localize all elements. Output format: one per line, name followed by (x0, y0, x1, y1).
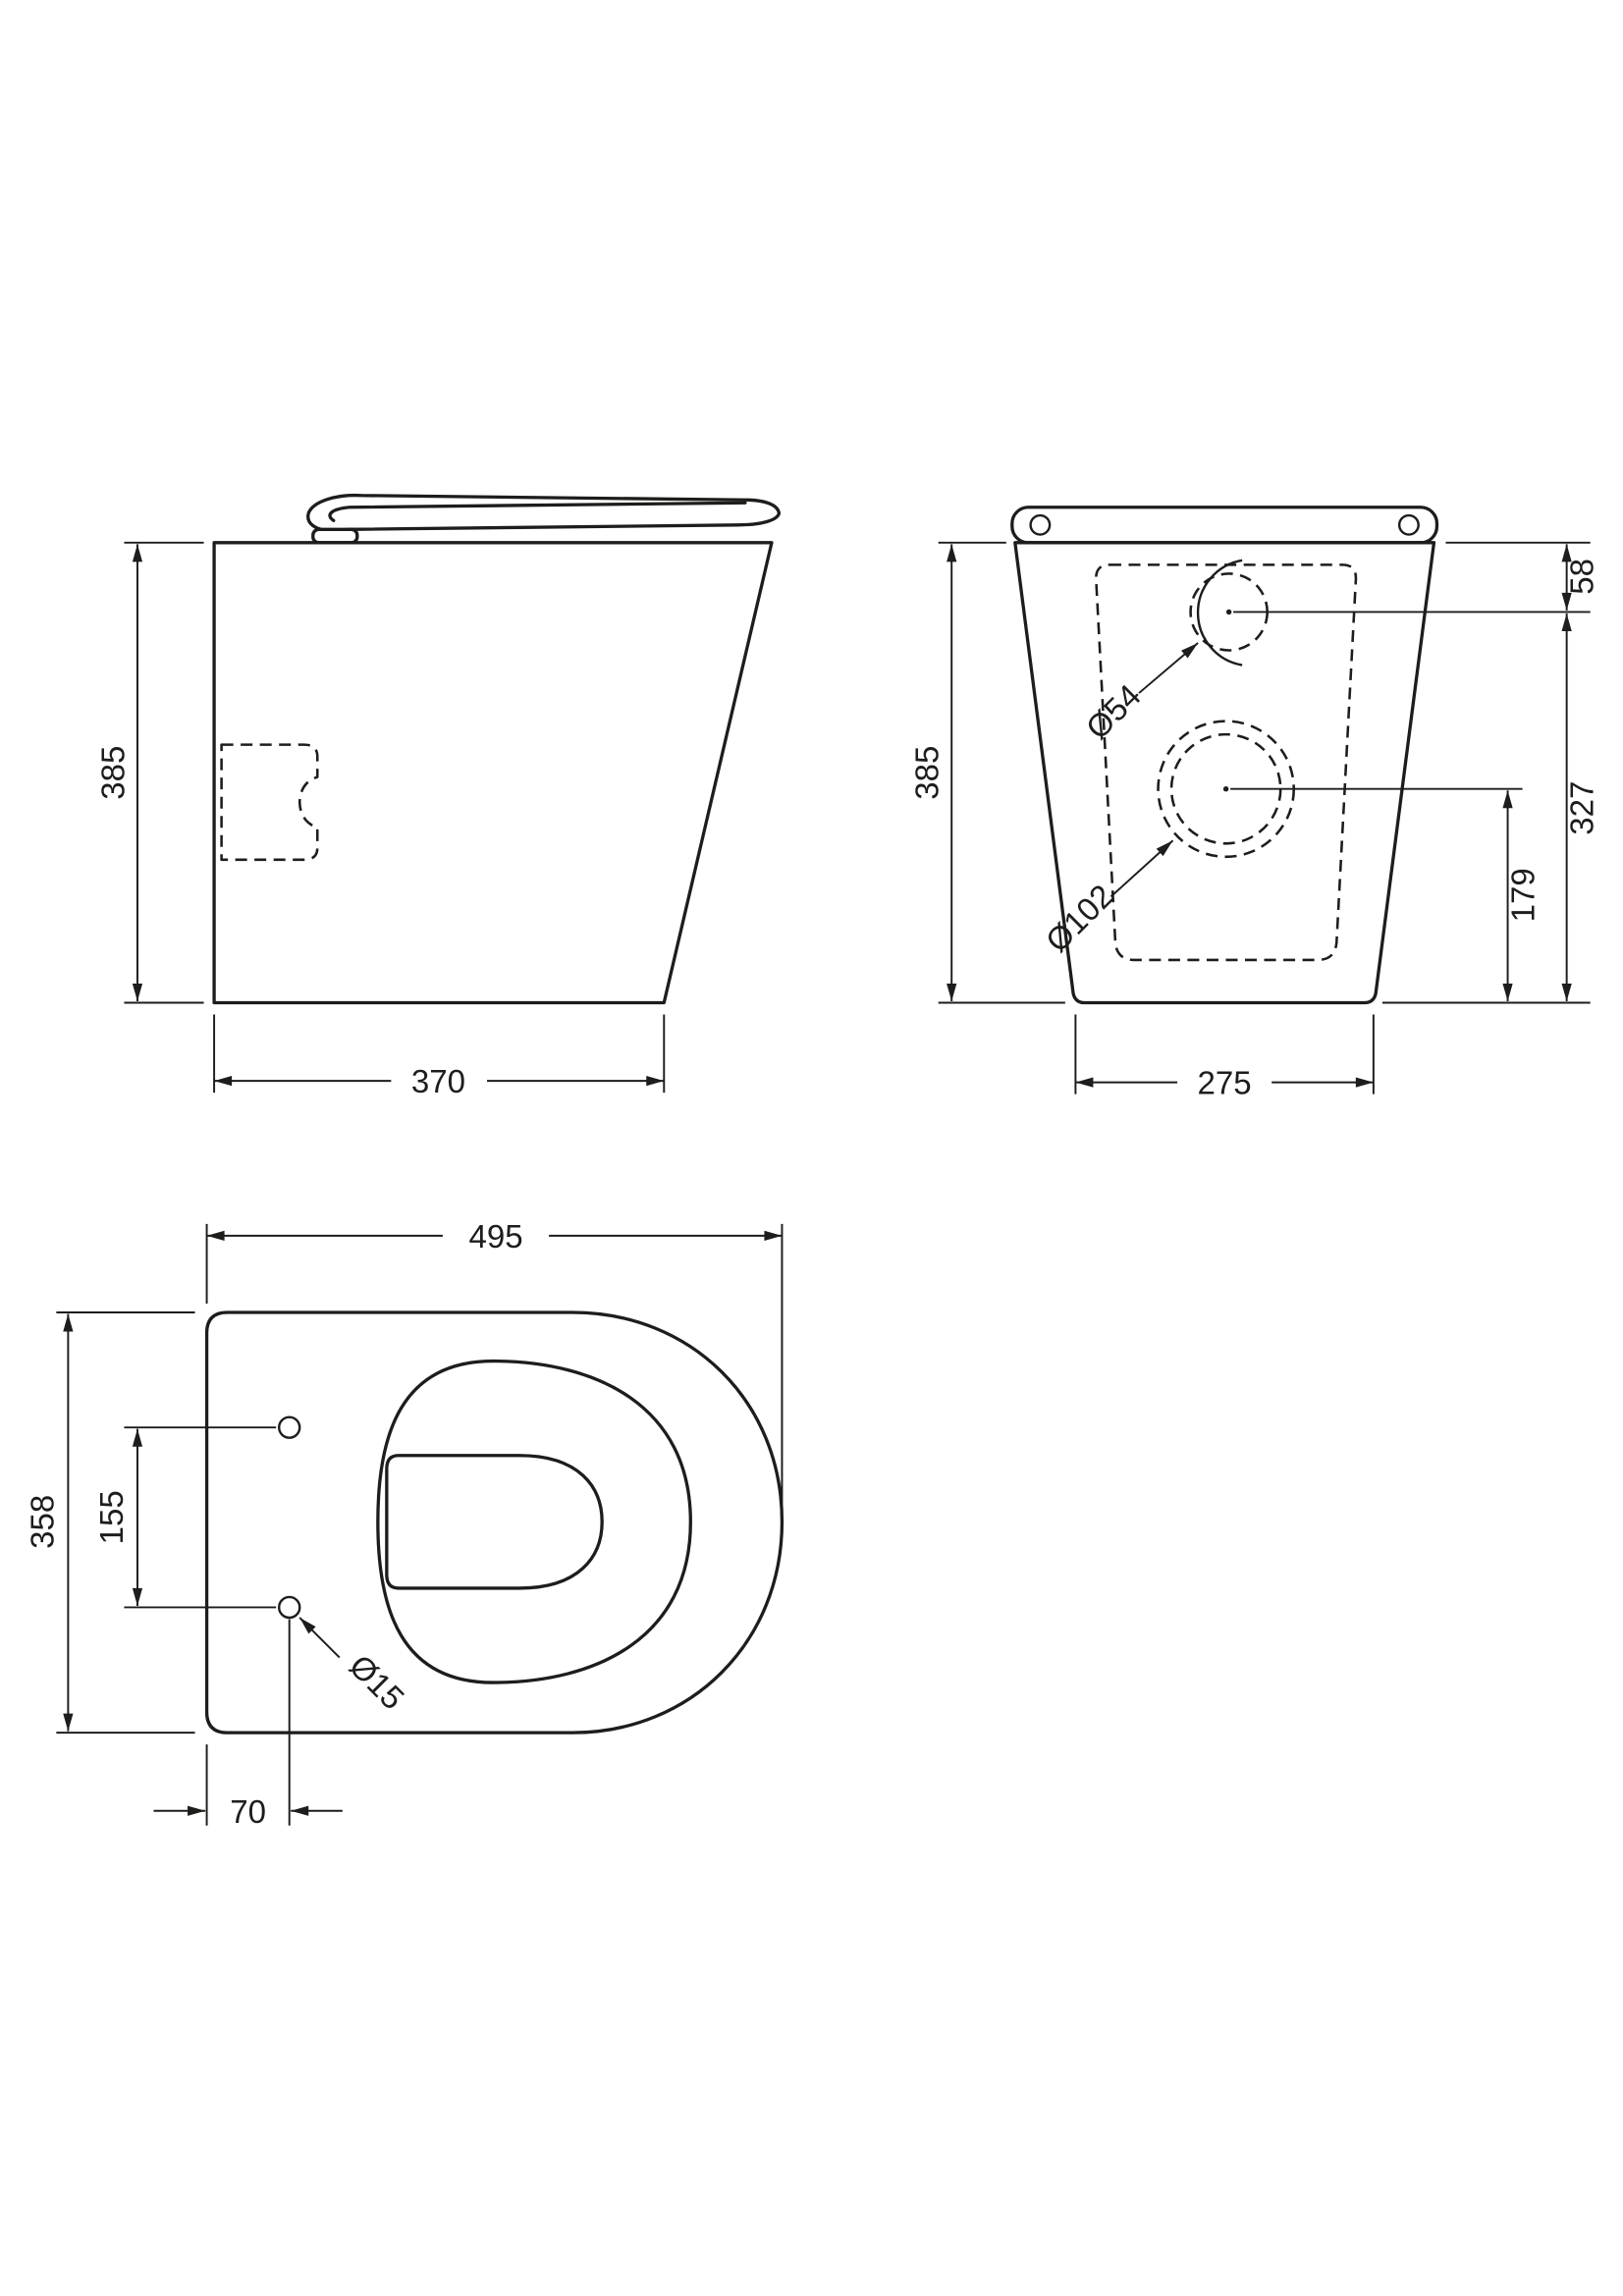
seat-hinge-cap-left (1029, 513, 1052, 536)
fixing-hole-top (277, 1415, 301, 1439)
leader-line (1138, 642, 1199, 694)
fixing-centres-label: 155 (94, 1490, 131, 1544)
outlet-from-floor-label: 179 (1506, 868, 1542, 922)
leader-line (298, 1617, 341, 1659)
rear-base-width-label: 275 (1198, 1066, 1252, 1102)
seat-top-bar (1010, 506, 1439, 545)
side-height-label: 385 (95, 746, 132, 800)
seat-hinge-cap-right (1397, 513, 1420, 536)
outlet-dia-callout: Ø102 (1039, 839, 1174, 960)
fixing-offset-dimension: 70 (153, 1619, 343, 1831)
plan-depth-dimension: 358 (25, 1311, 195, 1735)
plan-length-dimension: 495 (205, 1219, 784, 1514)
side-width-dimension: 370 (213, 1014, 666, 1100)
side-body-outline (212, 541, 774, 1005)
seat-buffer (311, 527, 359, 545)
side-height-dimension: 385 (95, 541, 204, 1004)
rear-height-dimension: 385 (910, 541, 1065, 1004)
side-view: 385 370 (95, 493, 782, 1100)
outlet-hidden-profile (220, 743, 319, 862)
plan-view: 495 358 155 70 Ø15 (25, 1219, 784, 1831)
outlet-dia-label: Ø102 (1039, 878, 1120, 959)
plan-outline (204, 1310, 784, 1735)
bowl-rim-outline (376, 1359, 692, 1684)
inlet-dia-label: Ø54 (1079, 678, 1148, 747)
seat-lid-split-line (328, 501, 747, 522)
rear-height-label: 385 (910, 746, 947, 800)
plan-length-label: 495 (468, 1219, 522, 1255)
inlet-recess-arc (1196, 559, 1243, 667)
water-area-outline (385, 1454, 604, 1590)
rear-body-outline (1013, 541, 1436, 1005)
fixing-hole-bottom (277, 1595, 301, 1620)
rear-view: Ø54 Ø102 385 275 58 (910, 506, 1601, 1102)
fixing-dia-callout: Ø15 (298, 1617, 410, 1717)
rear-base-width-dimension: 275 (1074, 1014, 1375, 1102)
rim-hidden-outline (1095, 563, 1358, 962)
inlet-top-offset-label: 58 (1565, 559, 1601, 595)
leader-line (1109, 839, 1174, 898)
seat-profile (306, 493, 782, 533)
fixing-centres-dimension: 155 (94, 1426, 277, 1609)
side-width-label: 370 (411, 1064, 465, 1100)
fixing-dia-label: Ø15 (342, 1648, 410, 1717)
outlet-centre-dot (1222, 785, 1229, 792)
fixing-offset-label: 70 (230, 1794, 266, 1831)
plan-depth-label: 358 (25, 1495, 61, 1549)
inlet-centre-dot (1225, 609, 1232, 615)
rear-right-dimensions: 58 327 179 (1230, 541, 1601, 1004)
inlet-from-floor-label: 327 (1565, 781, 1601, 835)
inlet-dia-callout: Ø54 (1079, 642, 1199, 747)
